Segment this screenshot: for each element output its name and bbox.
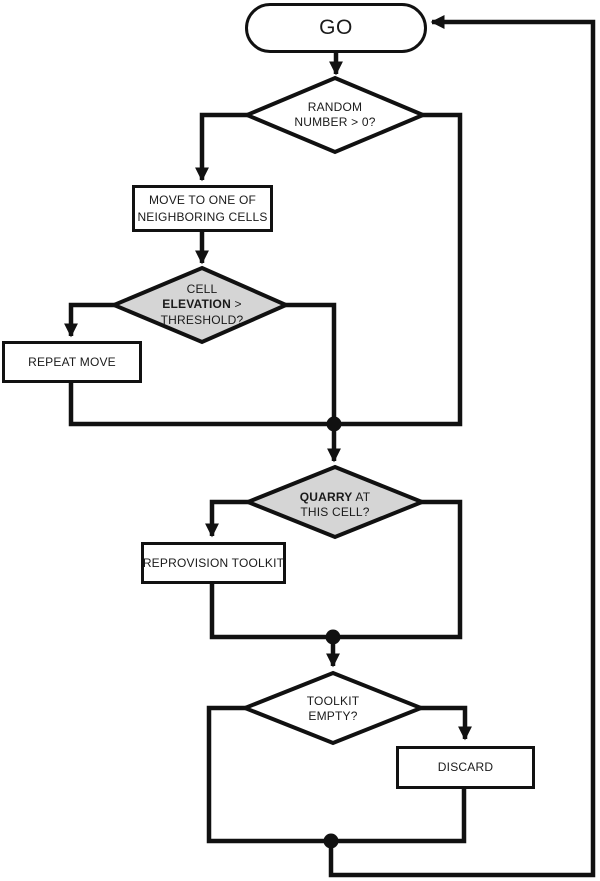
node-go: GO: [245, 3, 427, 53]
junction-dot-3: [323, 833, 339, 849]
junction-dot-1: [326, 416, 342, 432]
node-discard-label: DISCARD: [437, 760, 494, 775]
edge-random-right-loop: [334, 112, 463, 427]
diamond-cell-elevation: [108, 265, 291, 345]
diamond-toolkit-empty: [239, 670, 427, 746]
node-reprovision-toolkit: REPROVISION TOOLKIT: [141, 542, 286, 584]
node-repeat-move: REPEAT MOVE: [2, 341, 142, 383]
edge-return-loop-to-go: [328, 15, 596, 878]
edge-quarry-right: [333, 499, 463, 640]
junction-dot-2: [325, 629, 341, 645]
edge-reprovision-to-junction2: [209, 582, 333, 640]
diamond-quarry: [242, 464, 428, 540]
diamond-random-number: [241, 75, 429, 155]
node-move-to-neighbor: MOVE TO ONE OF NEIGHBORING CELLS: [132, 185, 273, 232]
edge-elevation-right: [283, 302, 337, 424]
edge-discard-to-junction3: [331, 787, 467, 844]
edge-random-to-move: [195, 112, 250, 182]
edge-toolkit-left: [206, 705, 331, 844]
edge-elevation-to-repeat: [64, 302, 117, 338]
node-discard: DISCARD: [396, 746, 535, 789]
node-repeat-move-label: REPEAT MOVE: [28, 354, 116, 369]
node-move-line1: MOVE TO ONE OF: [148, 193, 257, 207]
edge-toolkit-to-discard: [418, 705, 472, 741]
edge-quarry-to-reprovision: [205, 499, 251, 538]
node-move-line2: NEIGHBORING CELLS: [137, 209, 268, 224]
node-reprovision-label: REPROVISION TOOLKIT: [142, 555, 285, 570]
edge-repeat-to-junction1: [68, 381, 334, 427]
node-go-label: GO: [319, 15, 353, 39]
